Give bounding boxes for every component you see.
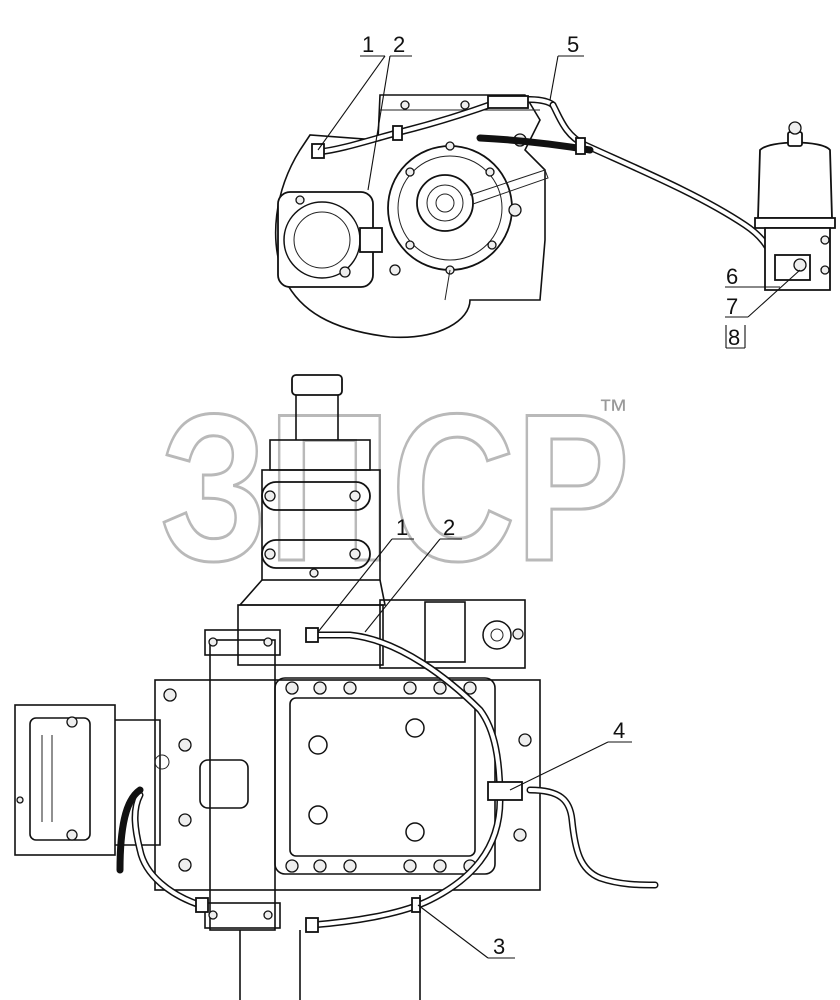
callout-8-top: 8	[728, 325, 740, 350]
callout-2-top: 2	[393, 32, 405, 57]
trademark-symbol: ™	[598, 394, 628, 427]
main-housing	[237, 604, 384, 666]
callout-4-bottom: 4	[613, 718, 625, 743]
bottom-pipes	[116, 627, 659, 933]
left-hub	[277, 191, 383, 288]
top-pipes	[311, 95, 779, 266]
watermark-text: ЗПСР	[160, 370, 630, 605]
callout-6-top: 6	[726, 264, 738, 289]
watermark: ЗПСР ™	[159, 369, 632, 607]
housing-bolts	[163, 681, 532, 873]
left-motor	[14, 704, 170, 856]
callout-7-top: 7	[726, 294, 738, 319]
callout-2-bottom: 2	[443, 515, 455, 540]
callout-1-bottom: 1	[396, 515, 408, 540]
oil-filter	[754, 121, 836, 291]
right-top-box	[379, 599, 526, 669]
callout-3-bottom: 3	[493, 934, 505, 959]
bottom-view: 1 2 4 3	[14, 374, 659, 1000]
callout-1-top: 1	[362, 32, 374, 57]
top-view-outline	[274, 94, 546, 339]
callout-5-top: 5	[567, 32, 579, 57]
top-view: 1 2 5 6 7 8	[274, 32, 836, 350]
round-cover	[387, 141, 549, 301]
vertical-shaft	[199, 629, 281, 931]
